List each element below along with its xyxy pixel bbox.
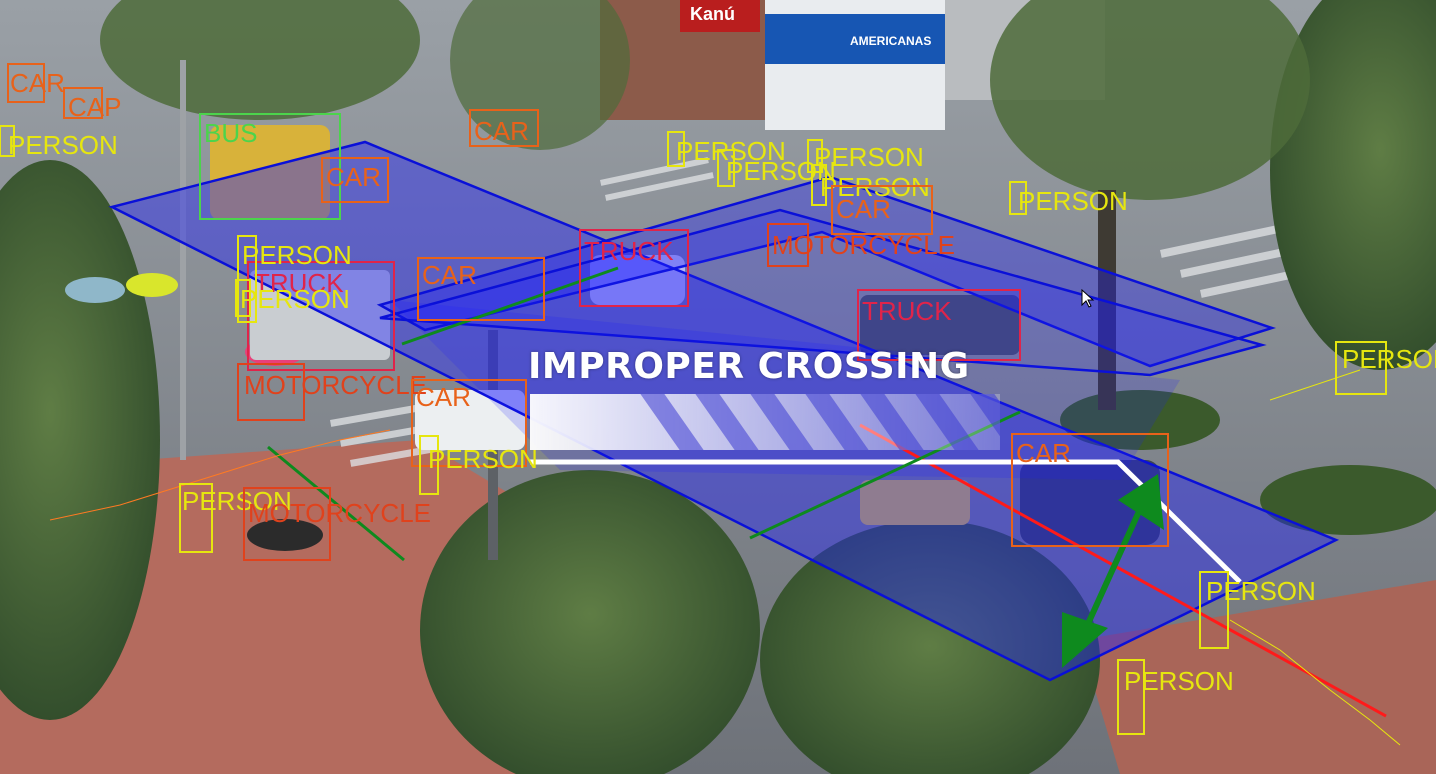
arrowhead-icon — [1062, 612, 1108, 668]
trajectory-line — [859, 423, 1387, 718]
person-label: PERSON — [240, 284, 350, 314]
car-bounding-box — [321, 157, 389, 203]
bus-label: BUS — [204, 118, 257, 148]
person-label: PERSON — [428, 444, 538, 474]
car-label: CAR — [422, 260, 477, 290]
truck-bounding-box — [857, 289, 1021, 361]
person-label: PERSON — [182, 486, 292, 516]
car-label: CAR — [416, 382, 471, 412]
event-title: IMPROPER CROSSING — [528, 346, 970, 387]
truck-label: TRUCK — [584, 236, 674, 266]
motorcycle-bounding-box — [767, 223, 809, 267]
person-bounding-box — [1199, 571, 1229, 649]
car-bounding-box — [1011, 433, 1169, 547]
car-bounding-box — [831, 185, 933, 235]
person-bounding-box — [1117, 659, 1145, 735]
person-bounding-box — [0, 125, 15, 157]
car-bounding-box — [469, 109, 539, 147]
car-label: CAR — [1016, 438, 1071, 468]
person-bounding-box — [667, 131, 685, 167]
person-bounding-box — [179, 483, 213, 553]
motorcycle-bounding-box — [243, 487, 331, 561]
car-label: CAP — [68, 92, 121, 122]
arrowhead-icon — [1118, 474, 1164, 530]
car-bounding-box — [411, 379, 527, 467]
lane-line-green — [401, 266, 619, 346]
event-banner-bar — [530, 394, 1000, 450]
tracking-overlay — [49, 266, 1401, 746]
car-bounding-box — [63, 87, 103, 119]
crossing-path — [530, 459, 1242, 584]
person-bounding-box — [717, 149, 735, 187]
person-label: PERSON — [1018, 186, 1128, 216]
person-bounding-box — [1335, 341, 1387, 395]
motorcycle-label: MOTORCYCLE — [772, 230, 955, 260]
bus-bounding-box — [199, 113, 341, 220]
mouse-cursor-icon — [1081, 289, 1095, 308]
motorcycle-label: MOTORCYCLE — [244, 370, 427, 400]
motorcycle-bounding-box — [237, 363, 305, 421]
person-label: PERSON — [1206, 576, 1316, 606]
person-label: PERSON — [8, 130, 118, 160]
store-sign: AMERICANAS — [850, 34, 932, 48]
person-bounding-box — [419, 435, 439, 495]
car-label: CAR — [326, 162, 381, 192]
car-label: CAR — [836, 194, 891, 224]
car-bounding-box — [7, 63, 45, 103]
lane-line-green — [267, 445, 405, 562]
car-label: CAR — [474, 116, 529, 146]
shop-sign: Kanú — [690, 4, 735, 24]
person-label: PERSON — [1342, 344, 1436, 374]
truck-bounding-box — [579, 229, 689, 307]
person-bounding-box — [235, 279, 251, 317]
car-label: CAR — [10, 68, 65, 98]
zone-polygon — [376, 175, 1277, 368]
person-label: PERSON — [1124, 666, 1234, 696]
car-bounding-box — [417, 257, 545, 321]
person-bounding-box — [807, 139, 823, 173]
person-label: PERSON — [814, 142, 924, 172]
person-bounding-box — [811, 164, 827, 206]
truck-label: TRUCK — [254, 268, 344, 298]
person-label: PERSON — [242, 240, 352, 270]
person-bounding-box — [1009, 181, 1027, 215]
truck-label: TRUCK — [862, 296, 952, 326]
zone-polygon — [379, 208, 1267, 377]
motorcycle-label: MOTORCYCLE — [248, 498, 431, 528]
